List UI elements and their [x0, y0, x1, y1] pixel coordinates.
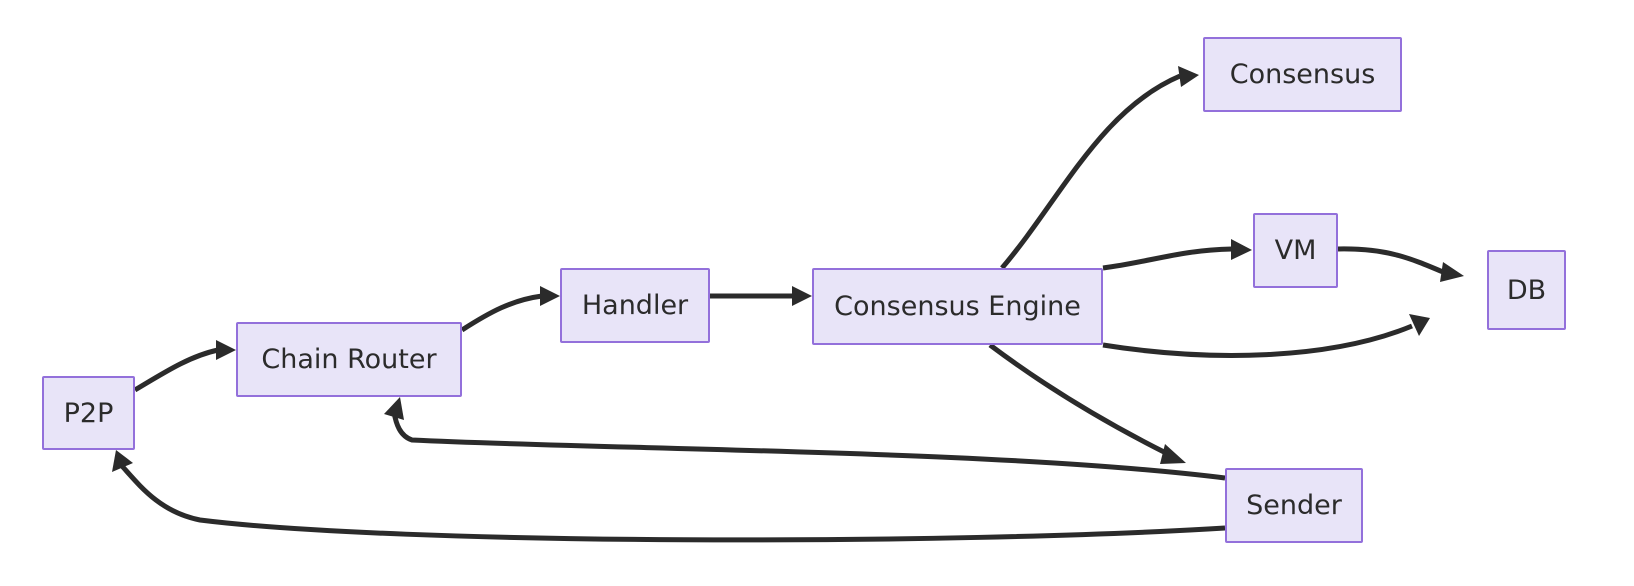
arrow-head-icon — [1160, 444, 1186, 464]
node-label-db: DB — [1506, 274, 1547, 306]
arrow-head-icon — [1409, 314, 1430, 336]
edge-handler-to-consensus-engine — [710, 286, 812, 306]
arrow-head-icon — [1231, 239, 1252, 260]
arrow-head-icon — [384, 397, 404, 420]
node-label-chain-router: Chain Router — [261, 344, 437, 375]
edge-sender-to-chain-router — [384, 397, 1226, 481]
node-handler[interactable]: Handler — [560, 268, 710, 343]
edge-sender-to-p2p — [112, 450, 1226, 543]
edge-vm-to-db — [1337, 246, 1464, 282]
arrow-head-icon — [216, 340, 236, 360]
edge-consensus-engine-to-consensus — [1000, 66, 1199, 270]
node-consensus[interactable]: Consensus — [1203, 37, 1402, 112]
edge-chain-router-to-handler — [460, 286, 560, 333]
edge-consensus-engine-to-sender — [988, 342, 1186, 464]
edge-consensus-engine-to-vm — [1102, 239, 1252, 271]
node-label-handler: Handler — [581, 290, 689, 321]
node-consensus-engine[interactable]: Consensus Engine — [812, 268, 1103, 345]
node-label-consensus: Consensus — [1229, 59, 1376, 90]
edge-consensus-engine-to-db — [1102, 314, 1430, 358]
node-sender[interactable]: Sender — [1225, 468, 1363, 543]
arrow-head-icon — [792, 286, 812, 306]
arrow-head-icon — [540, 286, 560, 306]
arrow-head-icon — [112, 450, 133, 472]
node-label-vm: VM — [1274, 235, 1317, 266]
node-label-sender: Sender — [1246, 490, 1342, 521]
node-p2p[interactable]: P2P — [42, 376, 135, 450]
node-db[interactable]: DB — [1487, 250, 1566, 330]
arrow-head-icon — [1440, 262, 1464, 282]
node-label-consensus-engine: Consensus Engine — [834, 291, 1081, 322]
edge-p2p-to-chain-router — [133, 340, 236, 393]
arrow-head-icon — [1178, 66, 1199, 87]
node-label-p2p: P2P — [63, 397, 114, 429]
node-vm[interactable]: VM — [1253, 213, 1338, 288]
node-chain-router[interactable]: Chain Router — [236, 322, 462, 397]
